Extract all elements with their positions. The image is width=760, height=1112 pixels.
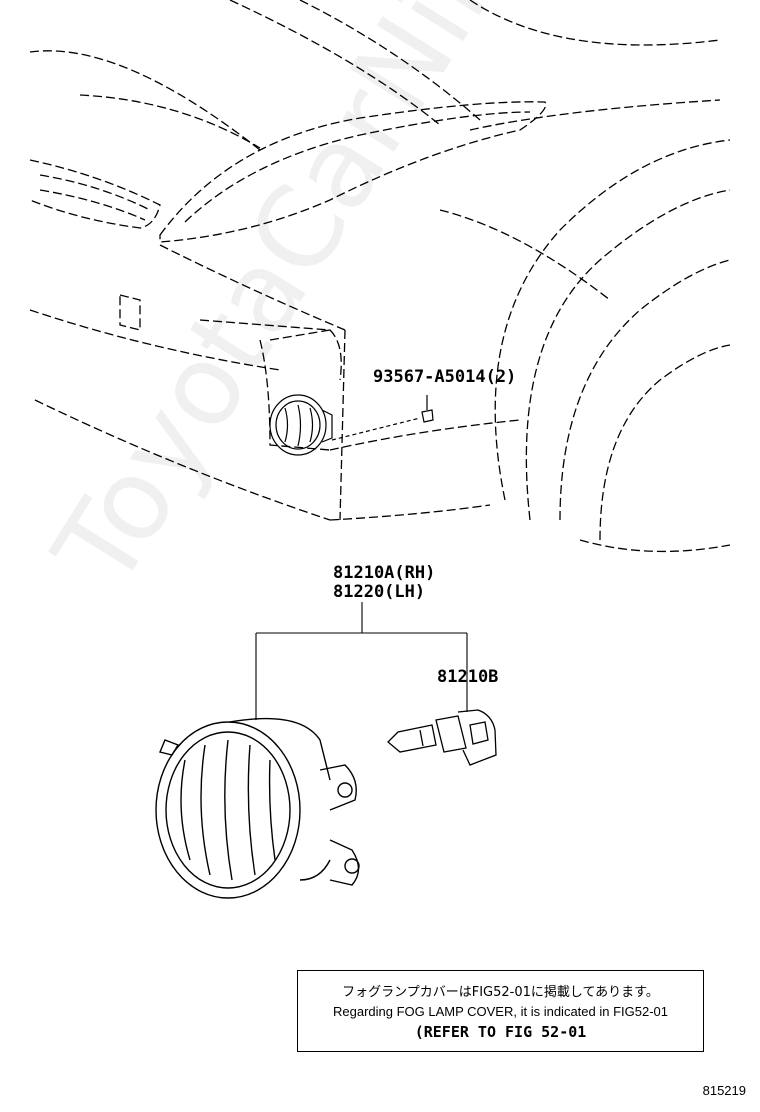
callout-bolt: 93567-A5014(2) [373, 367, 516, 387]
note-reference: (REFER TO FIG 52-01 [414, 1023, 587, 1041]
bolt-part [331, 395, 434, 441]
fog-lamp-assembly [155, 717, 360, 899]
leader-lines [255, 602, 468, 720]
callout-lamp-lh: 81220(LH) [333, 582, 425, 602]
note-box: フォグランプカバーはFIG52-01に掲載してあります。 Regarding F… [297, 970, 704, 1052]
car-front-outline [29, 0, 731, 553]
bulb-part [387, 709, 497, 766]
figure-number: 815219 [702, 1083, 746, 1098]
callout-bulb: 81210B [437, 667, 498, 687]
note-english: Regarding FOG LAMP COVER, it is indicate… [332, 1004, 668, 1019]
fog-lamp-installed [269, 394, 333, 456]
callout-lamp-rh: 81210A(RH) [333, 563, 435, 583]
note-japanese: フォグランプカバーはFIG52-01に掲載してあります。 [342, 985, 659, 1000]
